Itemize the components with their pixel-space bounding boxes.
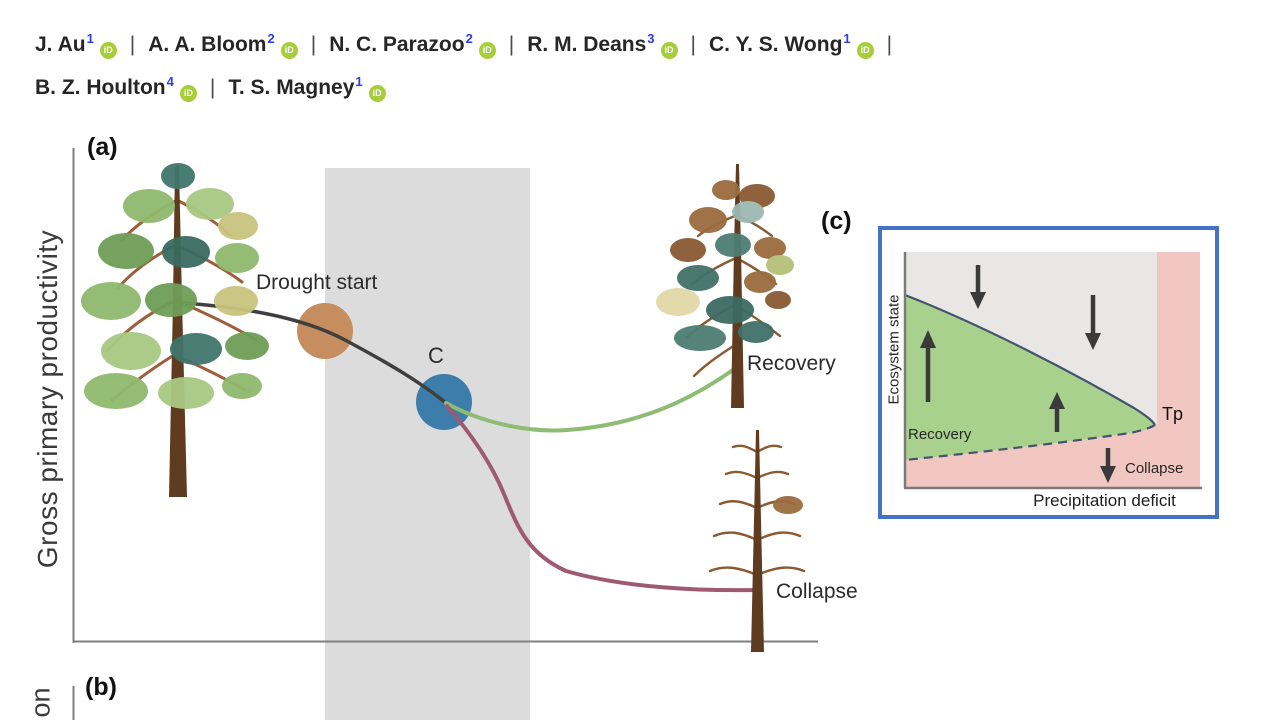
orcid-icon[interactable]: iD bbox=[478, 41, 496, 59]
author: N. C. Parazoo2 iD bbox=[329, 31, 496, 59]
down-arrow bbox=[1085, 295, 1101, 350]
healthy-tree-trunk bbox=[169, 166, 187, 497]
panel-c-recovery-label: Recovery bbox=[908, 426, 972, 443]
orcid-icon[interactable]: iD bbox=[660, 41, 678, 59]
affiliation-superscript: 1 bbox=[843, 31, 851, 46]
author: R. M. Deans3 iD bbox=[527, 31, 678, 59]
orcid-icon[interactable]: iD bbox=[280, 41, 298, 59]
healthy-tree-illustration bbox=[81, 163, 269, 497]
author-name: T. S. Magney bbox=[228, 76, 355, 99]
unstable-branch-curve bbox=[904, 424, 1156, 462]
author: J. Au1 iD bbox=[35, 31, 117, 59]
orcid-icon[interactable]: iD bbox=[99, 41, 117, 59]
recovery-tree-trunk bbox=[731, 164, 744, 408]
collapse-curve bbox=[445, 404, 759, 593]
dead-tree-illustration bbox=[708, 430, 806, 652]
orcid-icon[interactable]: iD bbox=[856, 41, 874, 59]
recovery-tree-illustration bbox=[656, 164, 794, 408]
author-separator: | bbox=[886, 33, 893, 56]
panel-c-tipping-point-label: Tp bbox=[1162, 404, 1184, 424]
dead-tree-trunk bbox=[751, 430, 764, 652]
author-name: R. M. Deans bbox=[527, 33, 647, 56]
drought-start-annotation: Drought start bbox=[256, 271, 378, 294]
author-separator: | bbox=[508, 33, 515, 56]
drought-period-band bbox=[325, 168, 530, 720]
collapse-pink-region bbox=[905, 424, 1157, 488]
author: A. A. Bloom2 iD bbox=[148, 31, 298, 59]
affiliation-superscript: 2 bbox=[267, 31, 275, 46]
tipping-point-annotation: C bbox=[428, 343, 444, 368]
affiliation-superscript: 1 bbox=[86, 31, 94, 46]
author-name: N. C. Parazoo bbox=[329, 33, 465, 56]
panel-c-inset: Ecosystem state Recovery Tp Collapse Pre… bbox=[878, 226, 1219, 519]
stable-branch-curve bbox=[904, 293, 1156, 426]
affiliation-superscript: 2 bbox=[465, 31, 473, 46]
recovery-curve bbox=[444, 365, 739, 433]
affiliation-superscript: 1 bbox=[355, 74, 363, 89]
recovery-annotation: Recovery bbox=[747, 352, 836, 375]
healthy-tree-foliage bbox=[81, 163, 269, 409]
author-name: A. A. Bloom bbox=[148, 33, 267, 56]
down-arrow bbox=[1100, 448, 1116, 483]
panel-a-label: (a) bbox=[87, 133, 118, 161]
collapse-pink-strip bbox=[1157, 252, 1200, 488]
up-arrow bbox=[1049, 392, 1065, 432]
affiliation-superscript: 3 bbox=[647, 31, 655, 46]
author-separator: | bbox=[129, 33, 136, 56]
author-separator: | bbox=[209, 76, 216, 99]
panel-a-y-axis-label: Gross primary productivity bbox=[32, 229, 63, 569]
panel-c-collapse-label: Collapse bbox=[1125, 460, 1184, 477]
panel-c-label: (c) bbox=[821, 207, 852, 235]
panel-b-label: (b) bbox=[85, 673, 117, 701]
panel-c-canvas bbox=[903, 252, 1202, 490]
affiliation-superscript: 4 bbox=[166, 74, 174, 89]
panel-c-y-axis-label: Ecosystem state bbox=[885, 294, 903, 405]
author-separator: | bbox=[690, 33, 696, 56]
panel-c-x-axis-label: Precipitation deficit bbox=[1033, 491, 1176, 510]
orcid-icon[interactable]: iD bbox=[179, 84, 197, 102]
author-name: B. Z. Houlton bbox=[35, 76, 166, 99]
author: T. S. Magney1 iD bbox=[228, 74, 386, 102]
author: C. Y. S. Wong1 iD bbox=[709, 31, 874, 59]
panel-b-y-axis-label-fragment: on bbox=[25, 687, 56, 718]
collapse-annotation: Collapse bbox=[776, 580, 858, 603]
orcid-icon[interactable]: iD bbox=[368, 84, 386, 102]
author-name: J. Au bbox=[35, 33, 86, 56]
author-line-2: B. Z. Houlton4 iD | T. S. Magney1 iD bbox=[35, 74, 386, 102]
author-line-1: J. Au1iD | A. A. Bloom2iD | N. C. Parazo… bbox=[35, 31, 905, 59]
up-arrow bbox=[920, 330, 936, 402]
recovery-tree-foliage bbox=[656, 180, 794, 351]
down-arrow bbox=[970, 265, 986, 309]
dead-tree-clump bbox=[773, 496, 803, 514]
author: B. Z. Houlton4 iD bbox=[35, 74, 197, 102]
stable-green-region bbox=[905, 295, 1155, 460]
author-separator: | bbox=[310, 33, 317, 56]
author-name: C. Y. S. Wong bbox=[709, 33, 843, 56]
